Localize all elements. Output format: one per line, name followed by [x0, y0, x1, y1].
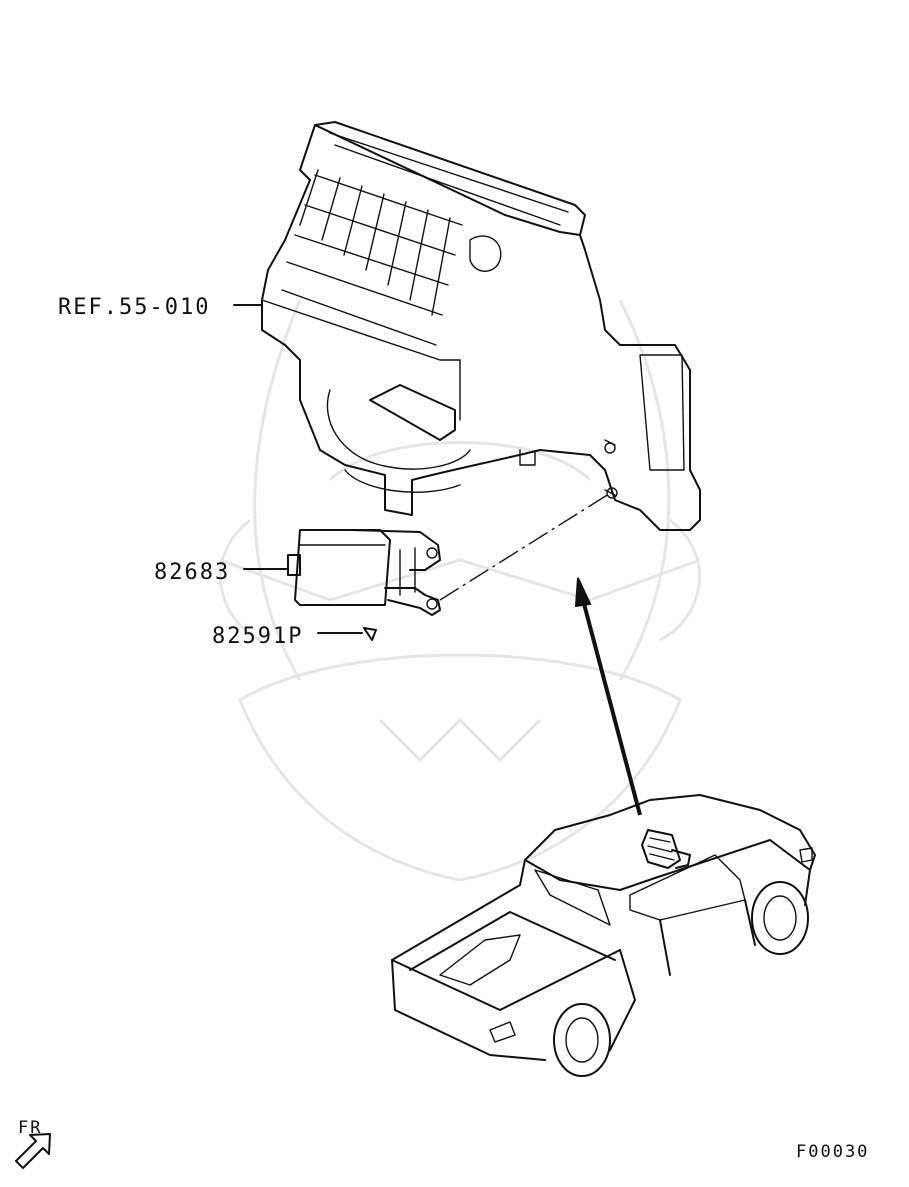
figure-id: F00030: [796, 1142, 869, 1162]
hvac-heater-unit: [261, 121, 701, 531]
front-label: FR: [18, 1118, 42, 1138]
ref-callout: REF.55-010: [58, 295, 263, 320]
part-82683-label: 82683: [154, 560, 230, 585]
pickup-truck: [391, 794, 816, 1077]
control-unit-82683: [287, 529, 441, 616]
screw-icon: [363, 627, 377, 641]
front-direction-marker: FR: [15, 1118, 51, 1169]
part-82591p-callout: 82591P: [212, 624, 377, 649]
diagonal-outline-arrow-icon: [15, 1133, 51, 1169]
watermark-logo: [218, 299, 702, 882]
part-82591p-label: 82591P: [212, 624, 303, 649]
mounting-center-line: [439, 491, 613, 601]
part-82683-callout: 82683: [154, 560, 289, 585]
ref-label: REF.55-010: [58, 295, 210, 320]
location-arrow: [574, 577, 642, 816]
